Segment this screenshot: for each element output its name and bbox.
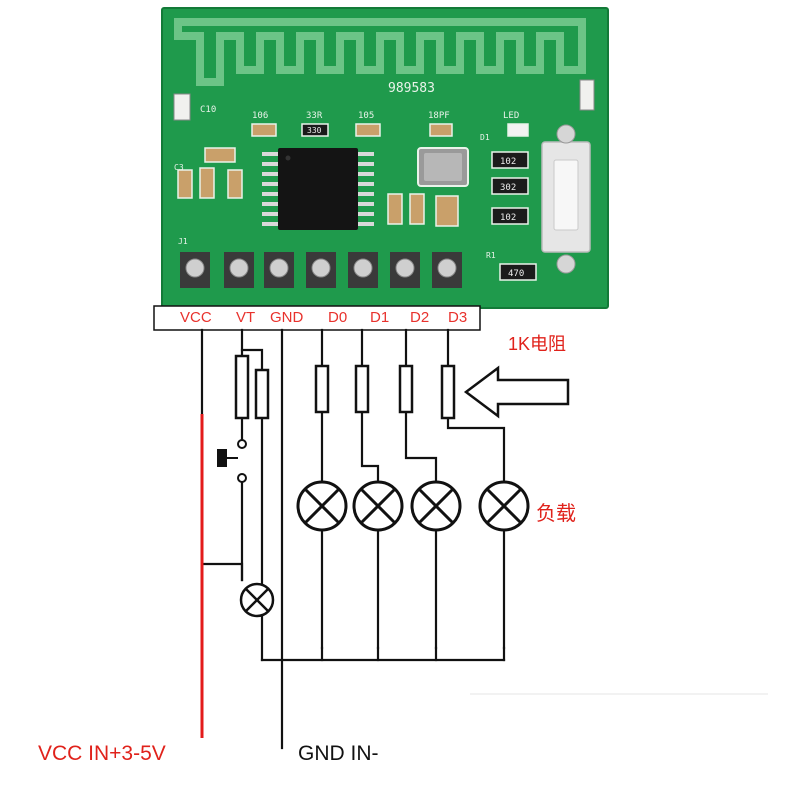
silk-j1: J1 [178, 237, 188, 246]
wire-vt-right [240, 348, 264, 372]
wires [200, 328, 506, 750]
main-ic-chip [278, 148, 358, 230]
pin-label-vt: VT [236, 309, 255, 326]
lamp-icon [410, 480, 462, 532]
smd-resistor-470: 470 [499, 263, 537, 281]
resistor-d2 [398, 364, 414, 414]
resistor-d0 [314, 364, 330, 414]
smd-capacitor [387, 193, 403, 225]
pin-label-d2: D2 [410, 309, 429, 326]
crystal-oscillator [417, 147, 469, 187]
smd-capacitor [173, 93, 191, 121]
silk-led: LED [503, 111, 519, 121]
resistor-d1 [354, 364, 370, 414]
smd-capacitor [227, 169, 243, 199]
header-pad [264, 252, 294, 288]
smd-capacitor [435, 195, 459, 227]
silk-d1: D1 [480, 133, 490, 142]
pcb-model-code: 989583 [388, 81, 435, 96]
resistor-vt-b [254, 368, 270, 420]
smd-capacitor [204, 147, 236, 163]
label-gnd-in: GND IN- [298, 742, 379, 765]
header-pads [180, 252, 462, 288]
svg-text:102: 102 [500, 157, 516, 167]
silk-105: 105 [358, 111, 374, 121]
svg-text:470: 470 [508, 269, 524, 279]
lamp-icon [478, 480, 530, 532]
silk-18pf: 18PF [428, 111, 450, 121]
smd-resistor-302: 302 [491, 177, 529, 195]
smd-resistor-102b: 102 [491, 207, 529, 225]
indicator-lamp-icon [239, 582, 275, 618]
silk-330: 330 [307, 126, 322, 135]
pin-label-d1: D1 [370, 309, 389, 326]
lamp-icon [352, 480, 404, 532]
tactile-button [541, 124, 591, 274]
resistor-vt [234, 354, 250, 420]
lamp-icon [296, 480, 348, 532]
svg-text:102: 102 [500, 213, 516, 223]
silk-c3: C3 [174, 163, 184, 172]
smd-capacitor [579, 79, 595, 111]
smd-led [507, 123, 529, 137]
label-vcc-in: VCC IN+3-5V [38, 742, 166, 765]
label-load: 负载 [536, 502, 576, 525]
pcb-antenna [174, 18, 586, 86]
smd-capacitor [429, 123, 453, 137]
header-pad [180, 252, 210, 288]
smd-capacitor [251, 123, 277, 137]
smd-capacitor [355, 123, 381, 137]
lamps [239, 480, 530, 618]
pin-label-gnd: GND [270, 309, 304, 326]
smd-capacitor [409, 193, 425, 225]
pin-label-d0: D0 [328, 309, 347, 326]
smd-capacitor [177, 169, 193, 199]
svg-text:302: 302 [500, 183, 516, 193]
pin-label-strip [153, 305, 481, 331]
arrow-icon [463, 365, 570, 419]
header-pad [390, 252, 420, 288]
silk-c10: C10 [200, 105, 216, 115]
smd-resistor-102: 102 [491, 151, 529, 169]
smd-resistor [301, 123, 329, 137]
wire-vcc-lamp [201, 562, 244, 582]
smd-capacitor [199, 167, 215, 199]
label-1k-resistor: 1K电阻 [508, 334, 566, 354]
silk-106: 106 [252, 111, 268, 121]
silk-r1: R1 [486, 251, 496, 260]
silk-33r: 33R [306, 111, 323, 121]
header-pad [224, 252, 254, 288]
pin-labels: VCC VT GND D0 D1 D2 D3 [180, 309, 467, 326]
push-switch [217, 439, 247, 483]
resistors [234, 354, 456, 420]
header-pad [306, 252, 336, 288]
pin-label-vcc: VCC [180, 309, 212, 326]
header-pad [432, 252, 462, 288]
pcb-board [162, 8, 608, 308]
pin-label-d3: D3 [448, 309, 467, 326]
pcb-module: 989583 C10 106 33R 105 18PF LED C3 J1 R1… [161, 7, 609, 309]
header-pad [348, 252, 378, 288]
resistor-d3 [440, 364, 456, 420]
ic-pins [262, 152, 374, 226]
